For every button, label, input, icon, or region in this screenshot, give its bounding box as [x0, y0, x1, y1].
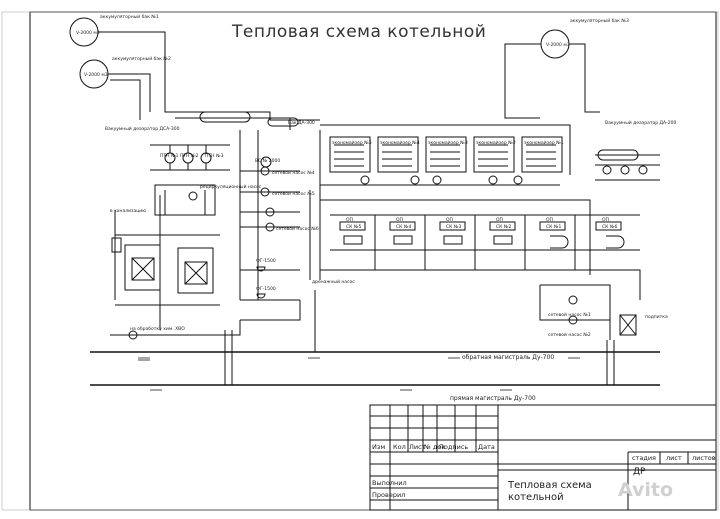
tb-header-date: Дата: [478, 443, 495, 451]
tb-header-sign: Подпись: [439, 443, 468, 451]
boiler-head-6: ОП: [602, 217, 609, 223]
econ-3-label: экономайзер №3: [428, 139, 468, 146]
pump-4-label: сетевой насос №4: [272, 169, 315, 176]
pt2-label: ПТН №2: [180, 153, 199, 159]
tank-3-label: аккумуляторный бак №3: [570, 17, 629, 24]
sewer-label: в канализацию: [110, 209, 146, 214]
boiler-bank: [339, 221, 625, 249]
econ-4-label: экономайзер №4: [380, 139, 420, 146]
deaerator-left-label: Вакуумный деаэратор ДСА-300: [105, 125, 180, 132]
pt1-label: ПТН №1: [160, 153, 179, 159]
econ-5-label: экономайзер №5: [332, 139, 372, 146]
tb-checked: Проверил: [372, 491, 405, 499]
boiler-3-label: СК №3: [446, 224, 461, 230]
tb-header-izm: Изм: [372, 443, 385, 451]
tb-stage-label: стадия: [632, 454, 656, 462]
pump-5-label: сетевой насос №5: [272, 190, 315, 197]
pt3-label: ПТН №3: [205, 153, 224, 159]
boiler-head-5: ОП: [546, 217, 553, 223]
tb-stage-value: ДР: [633, 467, 646, 477]
tb-sheets-label: листов: [692, 454, 716, 462]
m1-label: ФГ-1500: [256, 258, 276, 264]
econ-2-label: экономайзер №2: [476, 139, 516, 146]
drain-pump-label: дренажный насос: [312, 278, 355, 285]
drawing-title: Тепловая схема котельной: [232, 22, 487, 42]
boiler-4-label: СК №4: [396, 224, 411, 230]
pump-6-label: сетевой насос №6: [276, 225, 319, 232]
m2-label: ФГ-1500: [256, 286, 276, 292]
deaerator-mid: [267, 117, 299, 127]
cheek-label: подпитка: [645, 315, 668, 320]
bc-label: ВС № 2000: [255, 158, 280, 164]
boiler-head-2: ОП: [396, 217, 403, 223]
tank-2-label: аккумуляторный бак №2: [112, 55, 171, 62]
deaerator-left: [199, 111, 251, 123]
pump-1-label: сетевой насос №1: [548, 311, 591, 318]
drain-tank: [619, 314, 637, 336]
avito-watermark: Avito: [618, 479, 674, 501]
boiler-6-label: СК №6: [602, 224, 617, 230]
pump-2-label: сетевой насос №2: [548, 331, 591, 338]
boiler-1-label: СК №1: [546, 224, 561, 230]
tb-header-list: Лист: [409, 443, 426, 451]
sheet-frame: [29, 11, 717, 511]
boiler-head-4: ОП: [496, 217, 503, 223]
boiler-head-1: ОП: [346, 217, 353, 223]
recirc-label: рециркуляционный насос: [200, 183, 262, 190]
title-block-title: Тепловая схема котельной: [508, 480, 592, 503]
economizer-bank: [329, 136, 563, 173]
econ-1-label: экономайзер №1: [524, 139, 564, 146]
title-block: [369, 404, 717, 511]
tb-performed: Выполнил: [372, 479, 407, 487]
boiler-5-label: СК №5: [346, 224, 361, 230]
tb-header-kol: Кол: [393, 443, 406, 451]
deaerator-mid-label: Бак ДА-300: [288, 120, 315, 126]
tank-3-volume: V-2000 м3: [546, 42, 570, 48]
tank-1-volume: V-2000 м3: [76, 30, 100, 36]
tb-header-doc: № док: [423, 443, 445, 451]
boiler-2-label: СК №2: [496, 224, 511, 230]
cold-label: на обработку хим. ХВО: [130, 326, 185, 332]
tank-1-label: аккумуляторный бак №1: [100, 13, 159, 20]
tank-2-volume: V-2000 м3: [84, 72, 108, 78]
deaerator-right-label: Вакуумный деаэратор ДА-200: [605, 119, 676, 126]
tb-sheet-label: лист: [666, 454, 682, 462]
boiler-head-3: ОП: [446, 217, 453, 223]
supply-main-label: прямая магистраль Ду-700: [450, 395, 536, 402]
return-main-label: обратная магистраль Ду-700: [462, 354, 554, 361]
